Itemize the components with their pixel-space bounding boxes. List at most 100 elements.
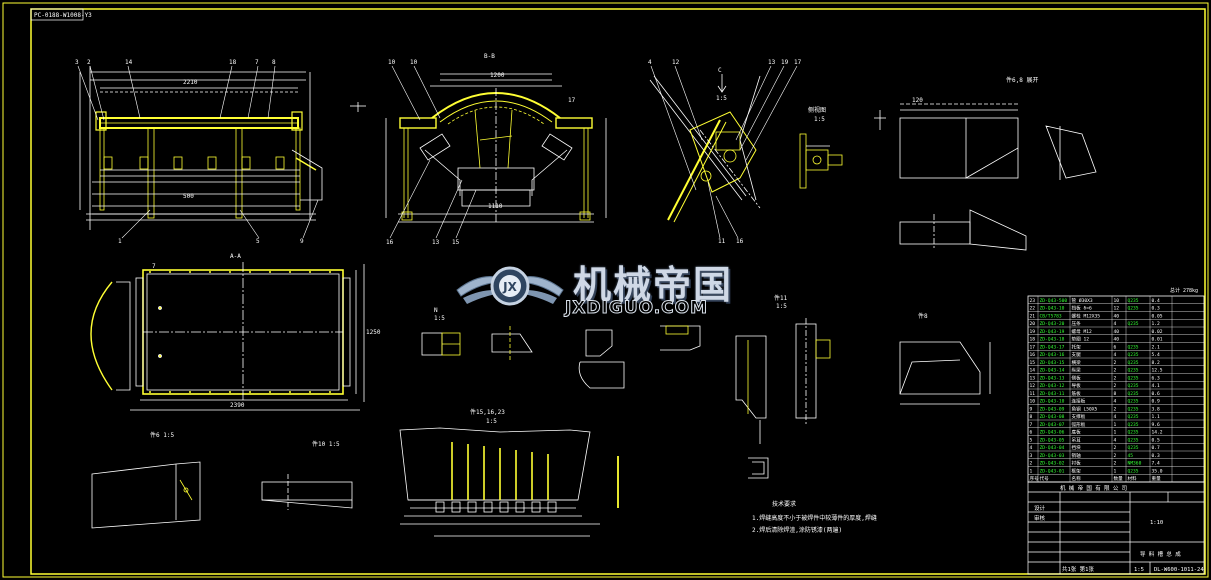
section-leaders [389,65,477,239]
balloon-16: 16 [386,239,394,246]
balloon-18: 18 [229,59,237,66]
notes-heading: 技术要求 [772,500,796,508]
bom-cell-name: 侧板 [1072,374,1082,381]
watermark-en: JXDIGUO.COM [564,298,709,319]
bom-cell-wt: 0.4 [1152,298,1161,304]
corner-tag: PC-0188-W1008-Y3 [34,12,92,19]
bom-cell-mat: Q235 [1128,368,1139,374]
bom-cell-wt: 0.5 [1152,437,1161,443]
bom-cell-code: ZD-Q43-12 [1040,383,1065,389]
view-c-label: C [718,67,722,74]
title-checker: 审核 [1034,514,1046,522]
bom-total: 总计 278kg [1170,287,1198,294]
side-view-scale: 1:5 [814,116,825,123]
bom-cell-code: ZD-Q43-05 [1040,437,1065,443]
bom-cell-qty: 10 [1114,298,1120,304]
bom-cell-code: ZD-Q43-10 [1040,306,1065,312]
bom-cell-wt: 5.4 [1152,352,1161,358]
bom-cell-code: ZD-Q43-14 [1040,368,1065,374]
bom-cell-wt: 0.02 [1152,329,1163,335]
bom-cell-no: 23 [1030,298,1036,304]
part-10-label: 件10 1:5 [312,440,340,448]
balloon-13c: 13 [768,59,776,66]
notes-line-2: 2.焊后清除焊渣,涂防锈漆(两遍) [752,526,842,534]
bom-cell-name: 横梁 [1072,359,1082,366]
bom-cell-qty: 4 [1114,414,1117,420]
balloon-5: 5 [256,238,260,245]
bom-cell-code: CB/T5783 [1040,313,1062,319]
bom-cell-code: ZD-Q43-04 [1040,445,1065,451]
side-view-detail [799,133,843,189]
dim-2210: 2210 [183,79,198,86]
bom-cell-mat: Q235 [1128,352,1139,358]
title-sheet-count: 共1张 第1张 [1062,565,1094,573]
bom-cell-no: 11 [1030,391,1036,397]
gear-wing-logo-icon: JX [456,266,564,306]
view-n-scale: 1:5 [434,315,445,322]
bom-cell-mat: Q235 [1128,321,1139,327]
balloon-10b: 10 [410,59,418,66]
bom-header-qty: 数量 [1114,475,1124,482]
bom-cell-code: ZD-Q43-10 [1040,399,1065,405]
bom-cell-qty: 1 [1114,468,1117,474]
bom-cell-wt: 0.6 [1152,391,1161,397]
bom-cell-no: 18 [1030,337,1036,343]
bom-cell-no: 13 [1030,375,1036,381]
inner-frame [30,8,1206,575]
dim-1110: 1110 [488,203,503,210]
dim-1250: 1250 [366,329,381,336]
bom-cell-wt: 0.01 [1152,337,1163,343]
balloon-7: 7 [255,59,259,66]
title-scale: 1:10 [1150,520,1163,526]
bom-cell-qty: 1 [1114,422,1117,428]
bom-cell-wt: 2.1 [1152,344,1161,350]
bom-cell-name: 角钢 L50X5 [1072,405,1098,412]
bom-cell-wt: 7.4 [1152,461,1161,467]
bom-cell-no: 8 [1030,414,1033,420]
bom-cell-name: 支撑板 [1072,413,1086,420]
bom-cell-no: 12 [1030,383,1036,389]
balloon-17c: 17 [794,59,802,66]
bom-cell-mat: NM360 [1128,461,1142,467]
balloon-19: 19 [781,59,789,66]
balloon-15: 15 [452,239,460,246]
bom-cell-no: 5 [1030,437,1033,443]
bom-cell-code: ZD-Q43-17 [1040,344,1065,350]
balloon-1: 1 [118,238,122,245]
middle-small-details [421,325,701,389]
title-designer: 设计 [1034,504,1046,512]
part-10-detail [261,474,353,510]
middle-detail-labels: N 1:5 件11 1:5 件8 [434,294,928,322]
bom-cell-name: 挡块 [1072,444,1082,451]
bom-cell-code: ZD-Q43-06 [1040,430,1065,436]
bom-cell-name: 支腿 [1072,351,1082,358]
balloon-8: 8 [272,59,276,66]
balloon-7-plan: 7 [152,263,156,270]
part-11-label: 件11 [774,294,788,302]
bom-cell-qty: 6 [1114,344,1117,350]
bom-cell-no: 10 [1030,399,1036,405]
bom-cell-wt: 4.1 [1152,383,1161,389]
bom-cell-no: 1 [1030,468,1033,474]
bom-cell-wt: 1.2 [1152,321,1161,327]
bom-cell-name: 衬板 [1072,460,1082,467]
bom-cell-name: 挡板 δ=6 [1072,305,1092,312]
bom-cell-code: ZD-Q43-03 [1040,453,1065,459]
bom-cell-qty: 4 [1114,399,1117,405]
watermark-logo-text: JX [502,280,517,294]
bom-cell-qty: 2 [1114,368,1117,374]
bom-cell-name: 筋板 [1072,390,1082,397]
part-6-label: 件6 1:5 [150,431,174,439]
title-drawing-name: 导 料 槽 总 成 [1140,550,1181,558]
c-view-leaders [650,65,798,239]
bom-cell-code: ZD-Q43-16 [1040,352,1065,358]
bom-cell-mat: Q235 [1128,468,1139,474]
view-n-label: N [434,307,438,314]
bom-cell-name: 销轴 [1072,452,1082,459]
title-ratio: 1:5 [1134,567,1144,573]
bom-cell-name: 管 Ø30X3 [1072,297,1093,304]
bom-header-name: 名称 [1072,475,1082,482]
balloon-4: 4 [648,59,652,66]
